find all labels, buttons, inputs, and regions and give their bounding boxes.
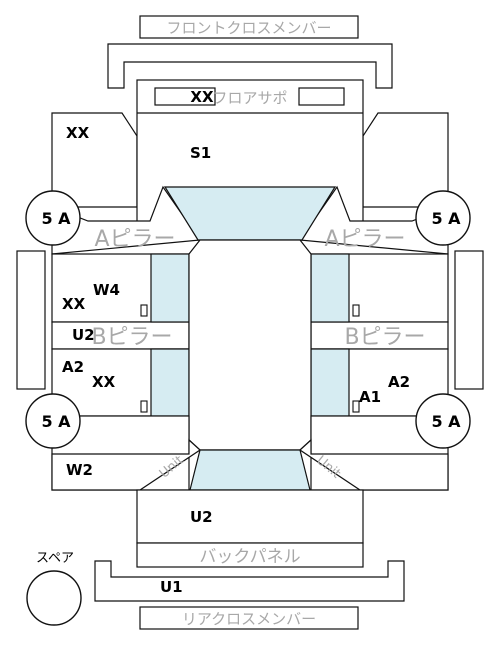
right-b-pillar[interactable] <box>310 321 449 350</box>
wheel-rear-right-label: 5 A <box>431 412 461 431</box>
wheel-front-right[interactable] <box>415 190 471 246</box>
code-right-a1: A1 <box>359 388 381 406</box>
wheel-front-right-label: 5 A <box>431 209 461 228</box>
front-bumper-bracket[interactable] <box>107 43 393 89</box>
code-left-w4: W4 <box>93 281 120 299</box>
b-pillar-left-label: Bピラー <box>91 325 172 350</box>
trunk-lid[interactable] <box>136 489 364 544</box>
wheel-front-left[interactable] <box>25 190 81 246</box>
rear-cross-member-label: リアクロスメンバー <box>182 610 316 628</box>
wheel-rear-left[interactable] <box>25 393 81 449</box>
front-cross-member-label: フロントクロスメンバー <box>166 19 331 37</box>
right-rear-door-marker[interactable] <box>352 400 360 413</box>
code-rear-u1: U1 <box>160 578 183 596</box>
spare-label: スペア <box>36 551 74 566</box>
code-rear-center-u2: U2 <box>190 508 213 526</box>
back-panel-label: バックパネル <box>199 547 300 567</box>
rear-window[interactable] <box>189 449 311 491</box>
floor-support-right-box[interactable] <box>298 87 345 106</box>
right-front-door-marker[interactable] <box>352 304 360 317</box>
wheel-rear-right[interactable] <box>415 393 471 449</box>
left-rear-window[interactable] <box>150 348 190 417</box>
code-left-a2: A2 <box>62 358 84 376</box>
wheel-rear-left-label: 5 A <box>41 412 71 431</box>
code-front-center: S1 <box>190 144 211 162</box>
wheel-front-left-label: 5 A <box>41 209 71 228</box>
front-cross-member-box[interactable] <box>139 15 359 39</box>
spare-tire[interactable] <box>26 570 82 626</box>
floor-support-left-box[interactable] <box>154 87 216 106</box>
rear-cross-member-box[interactable] <box>139 606 359 630</box>
right-rocker-panel[interactable] <box>454 250 484 390</box>
code-left-xx-lower: XX <box>92 373 116 391</box>
left-front-window[interactable] <box>150 253 190 323</box>
a-pillar-left-label: Aピラー <box>94 227 175 252</box>
floor-support-code: XX <box>190 88 214 106</box>
left-rocker-panel[interactable] <box>16 250 46 390</box>
back-panel[interactable] <box>136 542 364 568</box>
right-rear-window[interactable] <box>310 348 350 417</box>
left-front-door-marker[interactable] <box>140 304 148 317</box>
right-front-window[interactable] <box>310 253 350 323</box>
code-rear-left-w2: W2 <box>66 461 93 479</box>
a-pillar-right-label: Aピラー <box>324 227 405 252</box>
roof-panel[interactable] <box>188 239 312 451</box>
floor-support-label: フロアサポ <box>212 89 287 107</box>
code-right-a2: A2 <box>388 373 410 391</box>
code-left-u2: U2 <box>72 326 95 344</box>
left-rear-door-marker[interactable] <box>140 400 148 413</box>
code-left-xx-upper: XX <box>62 295 86 313</box>
windshield[interactable] <box>163 186 337 241</box>
rear-bumper-bracket[interactable] <box>94 560 405 602</box>
front-left-fender[interactable] <box>51 112 138 208</box>
b-pillar-right-label: Bピラー <box>344 325 425 350</box>
code-front-left: XX <box>66 124 90 142</box>
